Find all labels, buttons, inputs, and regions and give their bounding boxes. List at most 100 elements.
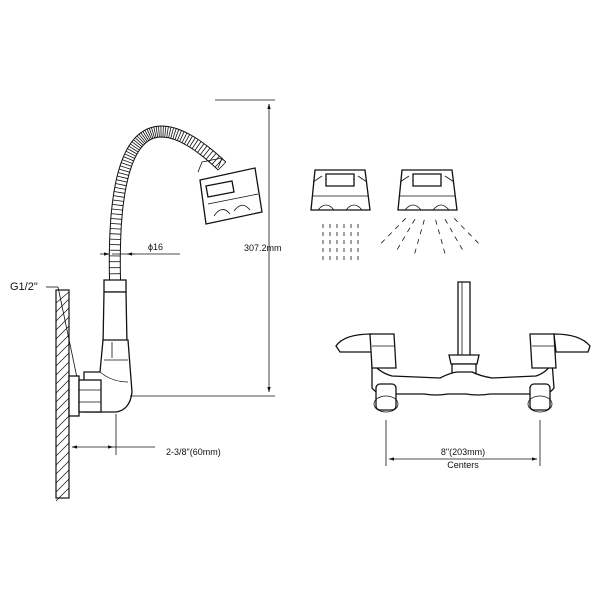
- hose-coil: [109, 233, 121, 235]
- hose-coil: [197, 143, 205, 153]
- spray-dash: [380, 239, 385, 244]
- hose-coil: [115, 183, 127, 187]
- hose-coil: [146, 128, 152, 140]
- hatch-line: [55, 424, 70, 439]
- hose-coil: [181, 132, 188, 143]
- hose-base-tube: [102, 279, 128, 346]
- hose-coil: [133, 139, 143, 148]
- wall-section: [55, 289, 70, 502]
- spray-dash: [444, 218, 448, 224]
- hose-coil: [164, 126, 167, 138]
- front-view-faucet: [335, 281, 591, 413]
- right-handle: [529, 333, 591, 369]
- hose-coil: [127, 148, 138, 155]
- aerator-spray-mode: [380, 169, 479, 254]
- hatch-line: [55, 352, 70, 367]
- hose-diameter-label: ϕ16: [148, 242, 163, 252]
- hatch-line: [55, 298, 70, 313]
- hose-coil: [112, 199, 124, 202]
- hose-coil: [123, 156, 134, 162]
- hose-edge: [108, 125, 227, 281]
- hose-coil: [116, 179, 128, 183]
- hose-coil: [122, 159, 133, 164]
- hose-coil: [199, 145, 208, 155]
- hose-coil: [205, 150, 214, 160]
- hatch-line: [55, 343, 70, 358]
- spray-dash: [414, 248, 417, 254]
- centers-word-label: Centers: [447, 460, 479, 470]
- centers-value-label: 8"(203mm): [441, 447, 485, 457]
- hose-coil: [166, 126, 169, 138]
- hose-coil: [202, 147, 211, 158]
- hose-coil: [110, 218, 122, 220]
- hose-coil: [110, 228, 122, 230]
- hose-coil: [117, 172, 129, 176]
- hatch-line: [55, 361, 70, 376]
- hose-coil: [158, 126, 160, 138]
- hose-coil: [136, 135, 145, 145]
- stream-spray-lines: [322, 224, 359, 260]
- hatch-line: [55, 388, 70, 403]
- spray-dash: [454, 236, 458, 242]
- thread-callout: G1/2": [10, 281, 81, 393]
- hose-coil: [110, 223, 122, 225]
- spray-dash: [387, 232, 392, 237]
- left-wall-flange: [373, 383, 399, 413]
- hose-coil: [151, 127, 155, 139]
- hose-coil: [118, 168, 130, 173]
- hatch-line: [55, 316, 70, 331]
- hose-coil: [117, 175, 128, 180]
- spray-dash: [422, 219, 425, 225]
- hose-coil: [194, 141, 202, 151]
- hose-coil: [168, 127, 172, 138]
- hose-coil: [189, 137, 196, 148]
- hose-coil: [144, 130, 151, 140]
- hose-coil: [179, 131, 185, 142]
- hose-coil: [148, 128, 154, 139]
- hose-coil: [128, 145, 139, 153]
- hose-coil: [111, 213, 123, 216]
- hatch-line: [55, 397, 70, 412]
- spray-dash: [396, 244, 401, 250]
- hose-coil: [191, 139, 199, 149]
- hatch-line: [55, 478, 70, 493]
- hose-coil: [142, 131, 150, 141]
- wall-nut: [68, 375, 102, 417]
- hose-coil: [113, 195, 125, 198]
- hose-coil: [153, 126, 157, 138]
- hose-coil: [176, 130, 182, 141]
- hose-coil: [134, 137, 144, 146]
- fan-spray-lines: [380, 218, 479, 254]
- front-spout-pipe: [448, 281, 480, 377]
- spray-dash: [412, 218, 416, 224]
- height-label: 307.2mm: [244, 243, 282, 253]
- hatch-line: [55, 291, 70, 304]
- spray-dash: [407, 227, 411, 233]
- hose-coil: [138, 134, 147, 143]
- hose-coil: [140, 132, 148, 142]
- hose-coil: [114, 187, 126, 190]
- hose-coil: [112, 204, 124, 207]
- hose-coil: [113, 191, 125, 194]
- spray-dash: [453, 218, 458, 223]
- hose-coil: [211, 155, 220, 165]
- hatch-line: [55, 460, 70, 475]
- spray-dash: [401, 236, 406, 242]
- hose-coil: [217, 161, 227, 171]
- hose-coil: [155, 126, 159, 138]
- aerator-stream-mode: [310, 169, 371, 260]
- dimension-hose-diameter: ϕ16: [100, 242, 180, 256]
- hose-coil: [174, 129, 180, 140]
- wall-hatch: [55, 291, 70, 502]
- hose-coil: [184, 134, 191, 145]
- spray-dash: [394, 225, 400, 230]
- hose-coil: [124, 153, 135, 159]
- spray-dash: [437, 229, 440, 235]
- spray-dash: [419, 229, 422, 235]
- spray-dash: [402, 218, 407, 223]
- hatch-line: [55, 379, 70, 394]
- spring-hose: [108, 125, 227, 281]
- hatch-line: [55, 370, 70, 385]
- dimension-offset: 2-3/8"(60mm): [68, 412, 221, 457]
- hatch-line: [55, 406, 70, 421]
